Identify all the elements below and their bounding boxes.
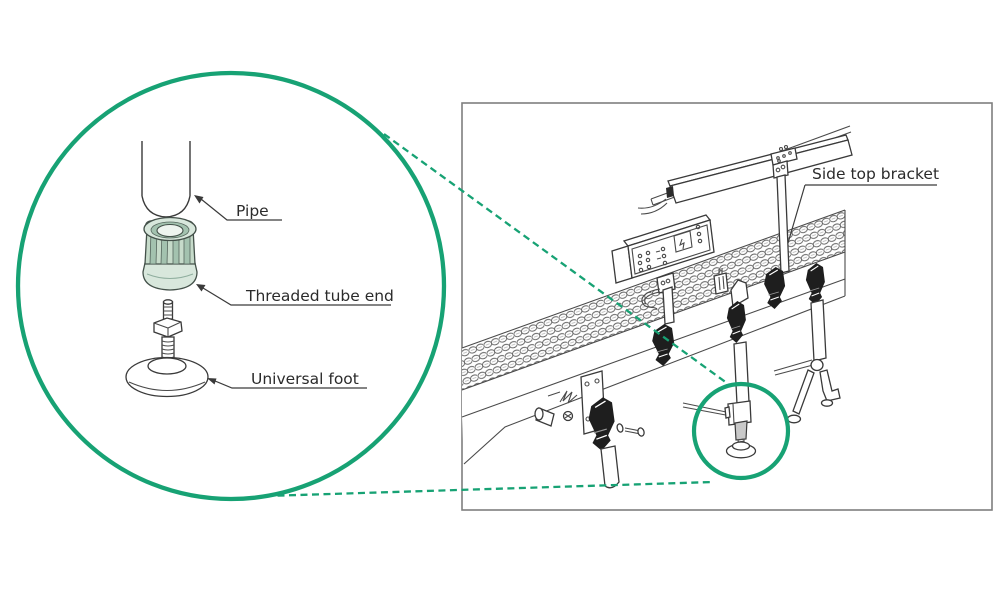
detail-callout: Pipe Threaded tube end Universal foot <box>15 70 447 502</box>
universal-foot-label: Universal foot <box>251 370 359 388</box>
callout-connectors <box>265 133 732 498</box>
stand-brace <box>792 369 815 415</box>
screw-shaft <box>624 427 639 435</box>
stand-foot-left <box>786 414 802 424</box>
side-top-bracket-label: Side top bracket <box>812 165 939 183</box>
adjustable-leg <box>682 279 757 459</box>
control-panel <box>611 214 715 367</box>
screw-head <box>637 427 645 437</box>
washer <box>616 423 624 433</box>
cross-rod-right <box>773 359 814 376</box>
display-glyph <box>679 238 685 250</box>
threaded-tube-end-drawing <box>142 216 198 291</box>
leg-tube-middle <box>733 341 750 405</box>
panel-post <box>662 286 675 325</box>
pipe-drawing <box>141 141 191 218</box>
conveyor-body <box>461 209 846 465</box>
support-stand <box>773 262 841 424</box>
conveyor-near-face <box>462 279 845 464</box>
threaded-tube-end-label: Threaded tube end <box>245 287 394 305</box>
highlight-circle <box>691 381 791 481</box>
callout-dashed-line-bottom <box>265 480 714 498</box>
stand-tube <box>810 299 827 362</box>
universal-foot-drawing <box>125 299 209 398</box>
panel-cable <box>641 288 661 310</box>
cross-rod-left <box>682 402 732 417</box>
exploded-leg-assembly <box>534 370 645 489</box>
side-top-bracket-callout: Side top bracket <box>787 165 939 244</box>
stand-joint <box>810 358 824 372</box>
leg-lower-cylinder <box>734 420 748 441</box>
leg-hook <box>730 279 749 309</box>
assembly-panel: Side top bracket <box>461 102 993 511</box>
panel-display <box>673 230 693 253</box>
side-top-bracket-assembly <box>763 144 798 310</box>
c-channel-opening <box>666 186 674 198</box>
conveyor-side-rail <box>462 252 845 417</box>
stand-bracket-right <box>819 369 841 402</box>
universal-foot-callout: Universal foot <box>207 370 367 389</box>
magnifier-circle <box>15 70 447 502</box>
rail-bracket-small <box>713 268 729 295</box>
cables <box>637 198 668 215</box>
threaded-tube-end-callout: Threaded tube end <box>196 284 394 306</box>
bracket-post <box>776 174 790 274</box>
conveyor-chain-belt <box>462 210 845 390</box>
pipe-callout: Pipe <box>194 195 282 221</box>
pipe-label: Pipe <box>236 202 269 220</box>
callout-dashed-line-top <box>383 133 732 387</box>
break-line <box>547 390 578 404</box>
stand-foot-right <box>820 399 834 407</box>
panel-buttons <box>637 224 703 273</box>
